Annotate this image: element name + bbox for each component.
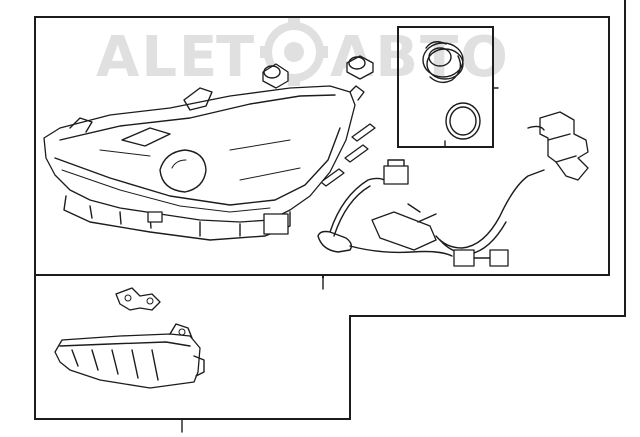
clip-pieces	[320, 123, 376, 187]
svg-text:ALE: ALE	[96, 25, 219, 90]
wiring-harness	[317, 111, 589, 267]
bracket	[115, 287, 161, 311]
drl-lamp	[54, 323, 205, 389]
svg-text:T: T	[216, 25, 256, 90]
gear-icon	[260, 18, 328, 86]
headlamp-assembly	[43, 85, 365, 241]
cap-and-seal	[397, 26, 499, 148]
bulb-socket-left	[262, 63, 289, 89]
bulb-socket-right	[346, 55, 374, 80]
